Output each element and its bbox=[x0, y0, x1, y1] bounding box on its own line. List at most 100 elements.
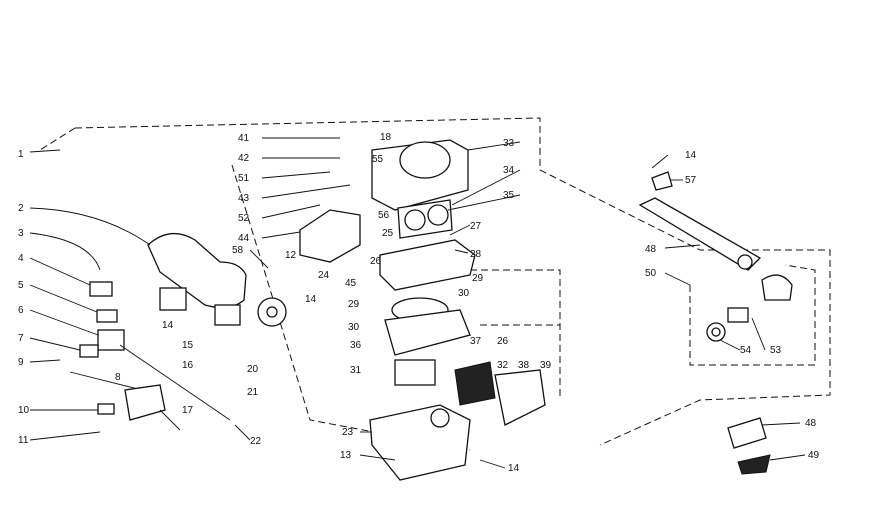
label-52: 52 bbox=[238, 213, 250, 224]
label-16: 16 bbox=[182, 360, 194, 371]
part-26-valve-body bbox=[384, 309, 471, 356]
label-17: 17 bbox=[182, 405, 194, 416]
part-54-nut-hole bbox=[711, 327, 721, 337]
label-27: 27 bbox=[470, 221, 482, 232]
part-15-bracket bbox=[159, 287, 187, 311]
label-58: 58 bbox=[232, 245, 244, 256]
label-29-right: 29 bbox=[472, 273, 484, 284]
label-50: 50 bbox=[645, 268, 657, 279]
center-parts bbox=[299, 139, 546, 481]
label-34: 34 bbox=[503, 165, 515, 176]
label-20: 20 bbox=[247, 364, 259, 375]
label-15: 15 bbox=[182, 340, 194, 351]
label-14-bottom: 14 bbox=[508, 463, 520, 474]
label-11: 11 bbox=[18, 435, 29, 446]
outer-boundary bbox=[74, 117, 831, 446]
label-13: 13 bbox=[340, 450, 352, 461]
part-10-nut bbox=[97, 403, 115, 415]
label-25: 25 bbox=[382, 228, 394, 239]
part-35-gear bbox=[404, 209, 426, 231]
label-14-center: 14 bbox=[305, 294, 317, 305]
label-45: 45 bbox=[345, 278, 357, 289]
label-29-left: 29 bbox=[348, 299, 360, 310]
part-35-gear-b bbox=[427, 204, 449, 226]
label-9: 9 bbox=[18, 357, 24, 368]
label-53: 53 bbox=[770, 345, 782, 356]
part-5-clip bbox=[96, 309, 118, 323]
right-parts bbox=[638, 171, 793, 475]
leader-lines bbox=[29, 137, 806, 469]
label-35: 35 bbox=[503, 190, 515, 201]
label-46: 48 bbox=[645, 244, 657, 255]
label-30-right: 30 bbox=[458, 288, 470, 299]
label-51: 51 bbox=[238, 173, 250, 184]
part-39-cover bbox=[494, 369, 546, 426]
part-32-solenoid bbox=[454, 361, 496, 406]
part-6-switch bbox=[97, 329, 125, 351]
label-31: 31 bbox=[350, 365, 362, 376]
label-44: 44 bbox=[238, 233, 250, 244]
part-48-orifice bbox=[727, 417, 767, 449]
left-parts bbox=[69, 233, 287, 421]
part-28-plate bbox=[379, 239, 476, 291]
part-50-tee bbox=[761, 274, 793, 301]
part-49-spud bbox=[737, 454, 771, 475]
label-57: 57 bbox=[685, 175, 697, 186]
label-18: 18 bbox=[380, 132, 392, 143]
label-1: 1 bbox=[18, 149, 24, 160]
part-20-mount bbox=[214, 304, 241, 326]
label-4: 4 bbox=[18, 253, 24, 264]
label-32: 32 bbox=[497, 360, 509, 371]
part-labels: 1 2 3 4 5 6 7 8 9 10 11 12 13 14 14 14 1… bbox=[18, 132, 820, 474]
valve-boundary bbox=[470, 269, 561, 400]
label-55: 55 bbox=[372, 154, 384, 165]
part-46-tube-end bbox=[737, 254, 753, 270]
part-21-wire bbox=[119, 344, 231, 421]
label-28: 28 bbox=[470, 249, 482, 260]
part-53-fitting bbox=[727, 307, 749, 323]
outer-boundary-left bbox=[39, 127, 76, 151]
part-46-burner-tube bbox=[638, 197, 762, 271]
label-22: 22 bbox=[250, 436, 262, 447]
part-57-clamp bbox=[651, 171, 673, 191]
label-8: 8 bbox=[115, 372, 121, 383]
label-12: 12 bbox=[285, 250, 297, 261]
label-30-left: 30 bbox=[348, 322, 360, 333]
label-48: 48 bbox=[805, 418, 817, 429]
part-12-cam-hub bbox=[266, 306, 278, 318]
label-54: 54 bbox=[740, 345, 752, 356]
label-49: 49 bbox=[808, 450, 820, 461]
label-26-right: 26 bbox=[497, 336, 509, 347]
label-26-top: 26 bbox=[370, 256, 382, 267]
label-33: 33 bbox=[503, 138, 515, 149]
label-43: 43 bbox=[238, 193, 250, 204]
label-24: 24 bbox=[318, 270, 330, 281]
label-3: 3 bbox=[18, 228, 24, 239]
label-14-top: 14 bbox=[685, 150, 697, 161]
label-14-left: 14 bbox=[162, 320, 174, 331]
label-42: 42 bbox=[238, 153, 250, 164]
part-23-bracket bbox=[369, 404, 471, 481]
part-31-base bbox=[394, 359, 436, 386]
label-37: 37 bbox=[470, 336, 482, 347]
label-23: 23 bbox=[342, 427, 354, 438]
burner-fittings-boundary bbox=[689, 264, 816, 366]
part-7-terminal bbox=[79, 344, 99, 358]
label-6: 6 bbox=[18, 305, 24, 316]
part-33-motor-dome bbox=[399, 141, 451, 179]
label-2: 2 bbox=[18, 203, 24, 214]
label-5: 5 bbox=[18, 280, 24, 291]
label-56: 56 bbox=[378, 210, 390, 221]
label-10: 10 bbox=[18, 405, 30, 416]
part-4-bracket bbox=[89, 281, 113, 297]
label-21: 21 bbox=[247, 387, 259, 398]
part-23-hole bbox=[430, 408, 450, 428]
part-17-control bbox=[124, 384, 166, 421]
label-39: 39 bbox=[540, 360, 552, 371]
label-38: 38 bbox=[518, 360, 530, 371]
label-36: 36 bbox=[350, 340, 362, 351]
part-44-bracket bbox=[299, 209, 361, 263]
label-41: 41 bbox=[238, 133, 250, 144]
